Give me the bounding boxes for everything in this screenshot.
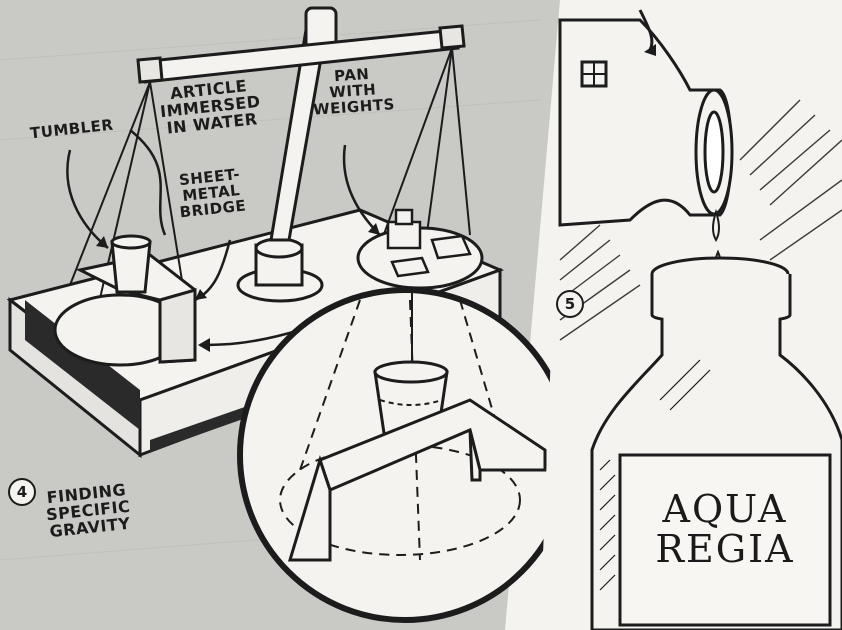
tumbler-small	[112, 236, 150, 292]
magnified-inset	[240, 290, 570, 620]
bottle-label-text: AQUA REGIA	[630, 490, 820, 570]
label-sheet-metal-bridge: SHEET- METAL BRIDGE	[176, 167, 247, 221]
figure-5-number: 5	[556, 290, 584, 318]
figure-4-caption: FINDING SPECIFIC GRAVITY	[44, 482, 133, 541]
bottle-label-line-2: REGIA	[630, 530, 820, 570]
label-pan-with-weights: PAN WITH WEIGHTS	[310, 65, 395, 118]
label-article-immersed: ARTICLE IMMERSED IN WATER	[158, 77, 263, 138]
figure-4-number: 4	[8, 478, 36, 506]
bottle-label-line-1: AQUA	[630, 490, 820, 530]
